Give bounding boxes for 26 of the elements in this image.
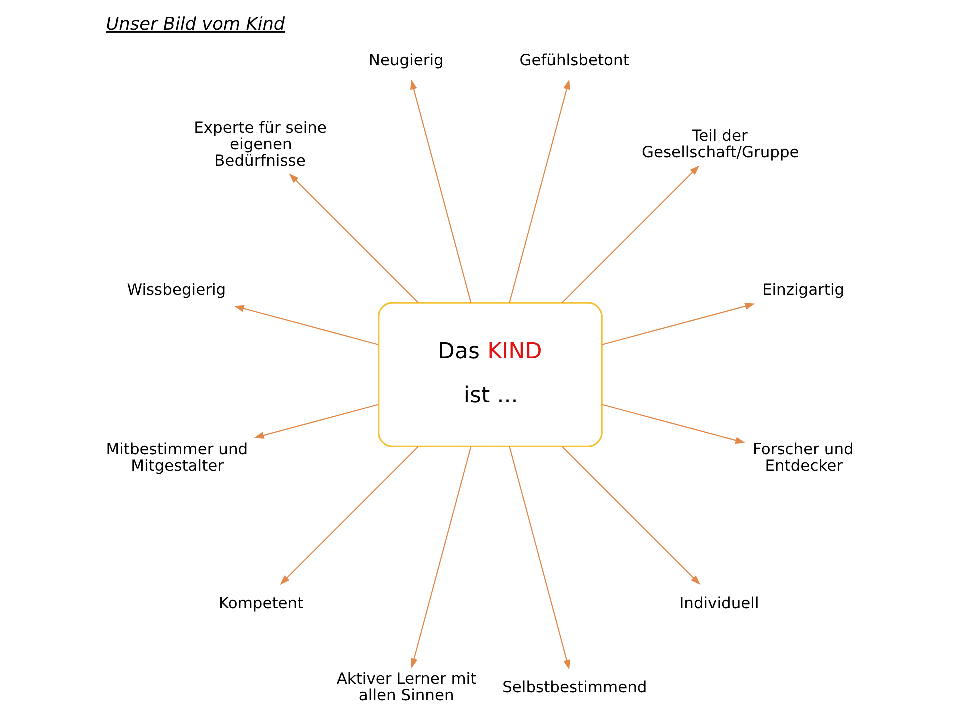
diagram-title: Unser Bild vom Kind	[106, 15, 285, 36]
arrow	[234, 305, 378, 346]
node-text: Gefühlsbetont	[519, 51, 629, 70]
arrow	[280, 446, 418, 586]
node-text: Individuell	[679, 594, 759, 612]
node-text: Mitbestimmer und Mitgestalter	[106, 440, 248, 476]
node-text: Teil der Gesellschaft/Gruppe	[642, 127, 799, 162]
arrow	[410, 446, 472, 669]
node-text: Kompetent	[218, 594, 304, 612]
node-text: Forscher und Entdecker	[752, 440, 854, 476]
node-text: Neugierig	[368, 51, 444, 70]
arrow	[410, 80, 472, 304]
arrow	[602, 303, 755, 346]
arrow	[254, 404, 378, 439]
node-box: Das KIND ist ...	[378, 302, 602, 448]
node-text: Wissbegierig	[126, 280, 226, 299]
arrow	[288, 174, 418, 304]
arrow	[562, 446, 700, 586]
arrow	[508, 80, 570, 304]
node-text: Aktiver Lerner mit allen Sinnen	[336, 670, 476, 705]
node-text: Einzigartig	[762, 280, 844, 299]
arrow	[602, 404, 746, 444]
node-text: Selbstbestimmend	[502, 678, 647, 696]
arrow	[508, 446, 570, 670]
node-text: Experte für seine eigenen Bedürfnisse	[194, 118, 326, 170]
arrow	[562, 166, 700, 304]
